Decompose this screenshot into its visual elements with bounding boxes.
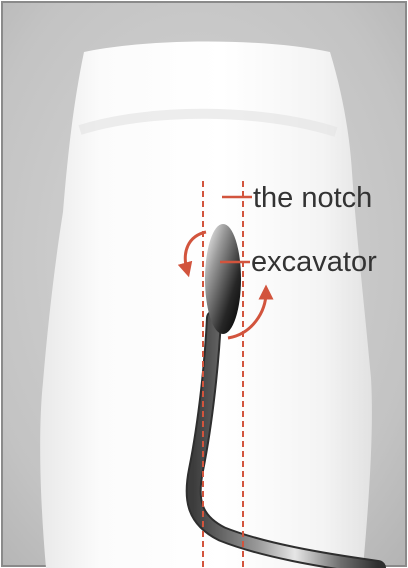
excavator-blade	[205, 224, 241, 334]
notch-label: the notch	[253, 182, 372, 214]
excavator-label: excavator	[251, 246, 377, 278]
tooth	[40, 42, 372, 568]
